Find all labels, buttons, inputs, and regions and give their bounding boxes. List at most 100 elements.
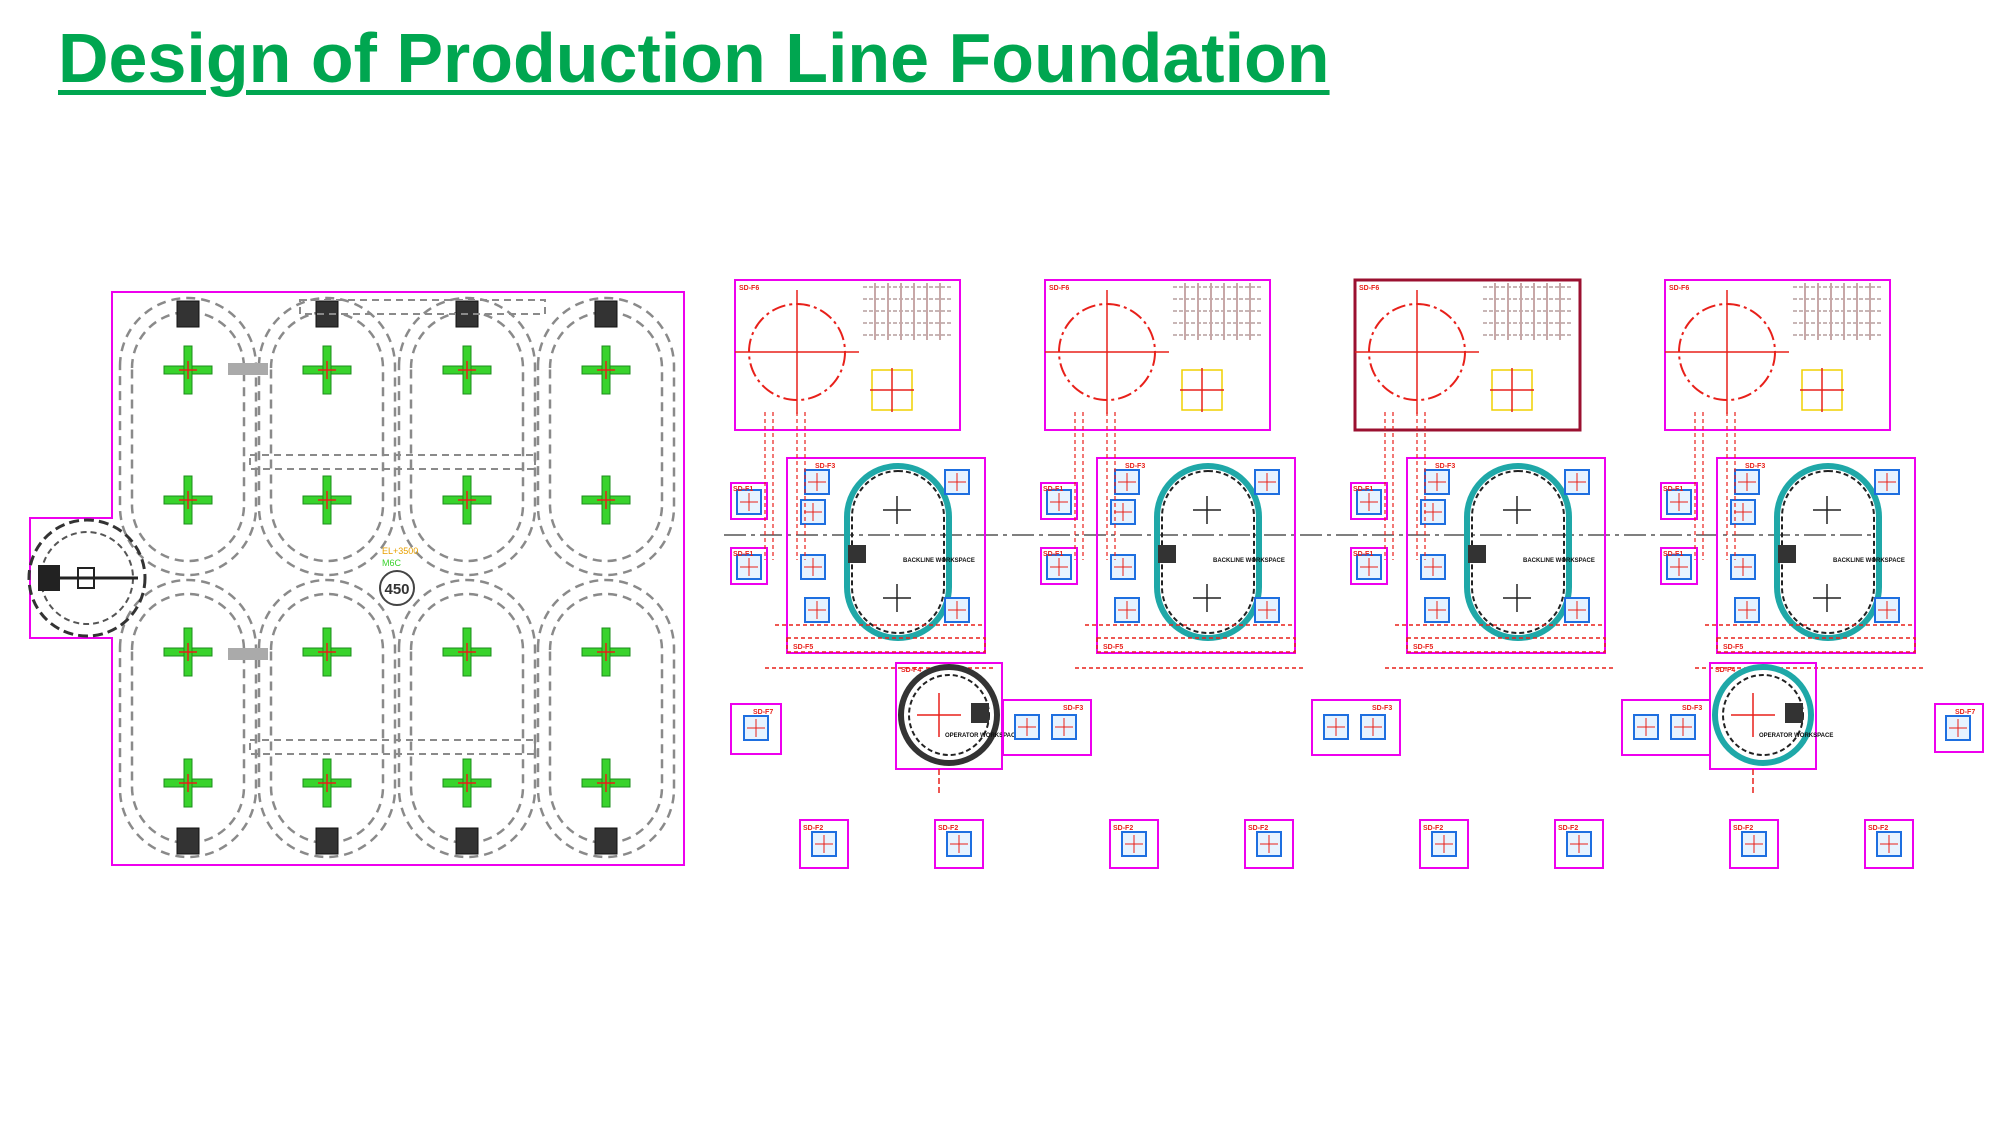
conveyor-loop-inner-top (269, 310, 385, 563)
turntable-label: BACKLINE WORKSPACE (1833, 558, 1905, 564)
motor-block (594, 300, 618, 328)
round-station-tag: SD-F4 (901, 667, 921, 674)
wing-pad-tag: SD-F1 (1043, 486, 1063, 493)
bottom-pad-box (1419, 819, 1469, 869)
clamp-block (228, 363, 268, 375)
bottom-pad-tag: SD-F2 (938, 825, 958, 832)
turntable-drive (1468, 545, 1486, 563)
motor-block (176, 827, 200, 855)
bottom-pad-box (1244, 819, 1294, 869)
tank-foundation-box (1353, 278, 1582, 432)
bottom-pad-box (1729, 819, 1779, 869)
bottom-pad-box (1864, 819, 1914, 869)
turntable-outer (1464, 463, 1572, 641)
small-pad-group: SD-F7 (1934, 703, 1984, 753)
level-marker (379, 570, 415, 606)
bottom-pad-box (934, 819, 984, 869)
tank-foundation-tag: SD-F6 (1359, 285, 1379, 292)
small-pad-tag: SD-F3 (1372, 705, 1392, 712)
tank-foundation-box (1044, 279, 1271, 431)
conveyor-loop-inner-top (130, 310, 246, 563)
bottom-pad-tag: SD-F2 (1733, 825, 1753, 832)
tank-foundation-box (734, 279, 961, 431)
turntable-drive (1778, 545, 1796, 563)
turntable-drive (848, 545, 866, 563)
wing-pad-tag: SD-F1 (1043, 551, 1063, 558)
conveyor-loop-outer-top (257, 296, 397, 577)
conveyor-loop-inner-bottom (130, 592, 246, 845)
wing-pad-tag: SD-F1 (1353, 486, 1373, 493)
round-station-drive (971, 703, 989, 723)
small-pad-group: SD-F3 (1002, 699, 1092, 756)
trench-tag: SD-F5 (1103, 644, 1123, 651)
turntable-label: BACKLINE WORKSPACE (1523, 558, 1595, 564)
trench-tag: SD-F5 (793, 644, 813, 651)
wing-pad-box (1660, 482, 1698, 520)
conveyor-loop-inner-top (548, 310, 664, 563)
tank-foundation-tag: SD-F6 (739, 285, 759, 292)
clamp-block (228, 648, 268, 660)
process-pad-tag: SD-F3 (1435, 463, 1455, 470)
turntable-outer (844, 463, 952, 641)
wing-pad-box (1350, 547, 1388, 585)
process-foundation-box (1716, 457, 1916, 654)
process-foundation-box (786, 457, 986, 654)
bottom-pad-tag: SD-F2 (1868, 825, 1888, 832)
bottom-pad: SD-F2 (1729, 819, 1779, 869)
wing-pad-box (730, 547, 768, 585)
turntable-outer (1774, 463, 1882, 641)
wing-pad-tag: SD-F1 (733, 486, 753, 493)
elevation-note-2: M6C (382, 558, 402, 568)
rail-dashed (249, 739, 536, 755)
bottom-pad-box (799, 819, 849, 869)
small-pad-tag: SD-F7 (1955, 709, 1975, 716)
bottom-pad: SD-F2 (1244, 819, 1294, 869)
tank-foundation-box (1664, 279, 1891, 431)
conveyor-loop-inner-bottom (409, 592, 525, 845)
turntable-drive (1158, 545, 1176, 563)
wing-pad-tag: SD-F1 (1663, 551, 1683, 558)
round-station-drive (1785, 703, 1803, 723)
conveyor-loop-outer-bottom (536, 578, 676, 859)
small-pad-box (730, 703, 782, 755)
wing-pad-tag: SD-F1 (1663, 486, 1683, 493)
process-foundation-box (1096, 457, 1296, 654)
process-pad-tag: SD-F3 (815, 463, 835, 470)
level-marker-label: 450 (384, 581, 409, 598)
foundation-outline (29, 291, 685, 866)
trench-strip (1096, 637, 1296, 653)
motor-block (315, 827, 339, 855)
trench-tag: SD-F5 (1413, 644, 1433, 651)
bottom-pad-tag: SD-F2 (1423, 825, 1443, 832)
bottom-pad: SD-F2 (934, 819, 984, 869)
small-pad-box (1002, 699, 1092, 756)
turntable-outer (1154, 463, 1262, 641)
conveyor-loop-inner-bottom (269, 592, 385, 845)
bottom-pad: SD-F2 (1109, 819, 1159, 869)
process-foundation-box (1406, 457, 1606, 654)
bottom-pad-tag: SD-F2 (1558, 825, 1578, 832)
round-station-label: OPERATOR WORKSPACE (945, 733, 1019, 739)
conveyor-loop-outer-bottom (118, 578, 258, 859)
tank-foundation-tag: SD-F6 (1669, 285, 1689, 292)
motor-block (455, 827, 479, 855)
small-pad-tag: SD-F3 (1682, 705, 1702, 712)
tank-foundation-tag: SD-F6 (1049, 285, 1069, 292)
bottom-pad-tag: SD-F2 (1113, 825, 1133, 832)
conveyor-loop-outer-top (536, 296, 676, 577)
small-pad-box (1934, 703, 1984, 753)
elevation-note: EL+3500 (382, 546, 418, 556)
conveyor-loop-outer-bottom (257, 578, 397, 859)
process-pad-tag: SD-F3 (1745, 463, 1765, 470)
bottom-pad: SD-F2 (1554, 819, 1604, 869)
wing-pad-box (730, 482, 768, 520)
